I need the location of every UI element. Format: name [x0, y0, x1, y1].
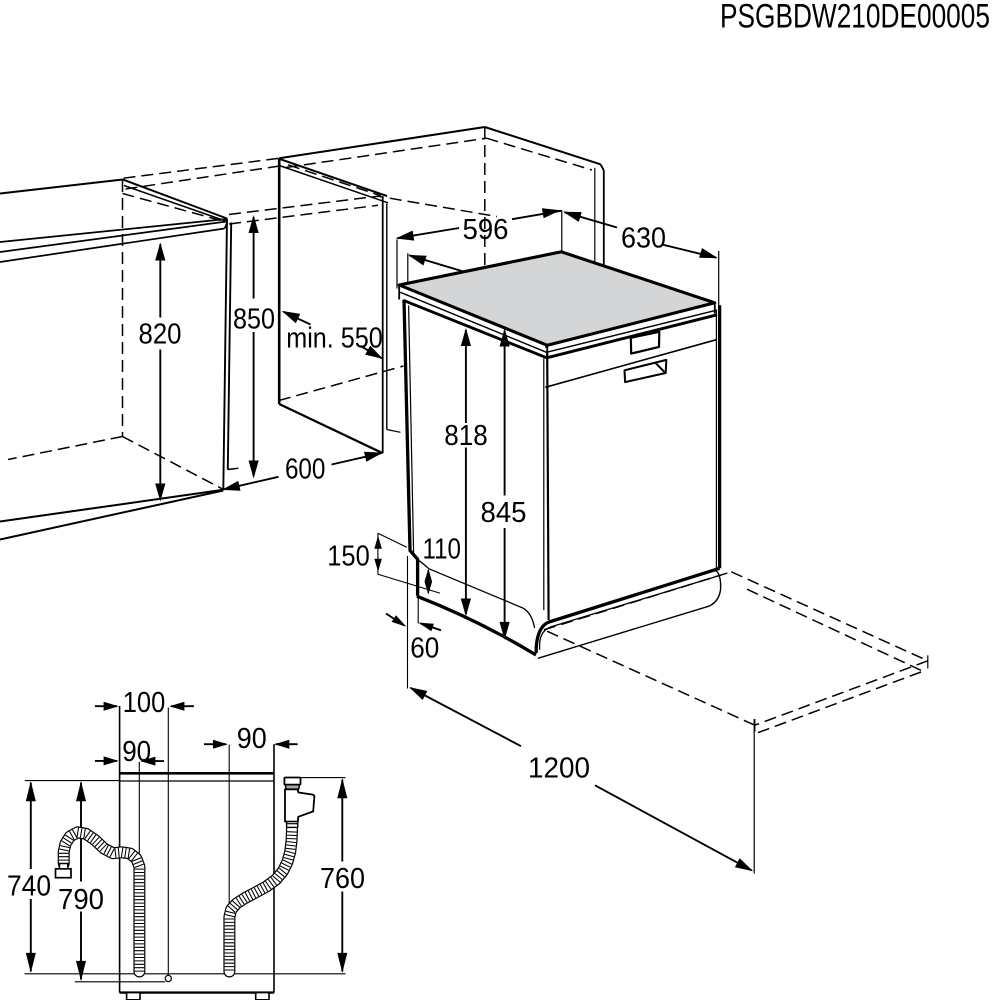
svg-text:600: 600: [285, 454, 326, 486]
svg-text:1200: 1200: [528, 753, 590, 785]
svg-text:818: 818: [444, 420, 488, 452]
svg-text:820: 820: [139, 319, 182, 351]
svg-text:630: 630: [621, 223, 666, 255]
svg-text:90: 90: [237, 723, 267, 755]
svg-text:100: 100: [123, 687, 166, 719]
svg-text:min. 550: min. 550: [286, 322, 383, 354]
svg-text:596: 596: [463, 214, 509, 246]
svg-text:90: 90: [122, 736, 151, 768]
svg-text:760: 760: [320, 863, 365, 895]
svg-text:850: 850: [233, 304, 275, 336]
svg-text:PSGBDW210DE00005: PSGBDW210DE00005: [720, 0, 990, 36]
svg-text:150: 150: [327, 541, 370, 573]
svg-text:845: 845: [481, 497, 527, 529]
svg-text:740: 740: [7, 871, 51, 903]
svg-text:110: 110: [422, 534, 461, 566]
svg-text:60: 60: [410, 633, 439, 665]
svg-text:790: 790: [58, 884, 104, 916]
